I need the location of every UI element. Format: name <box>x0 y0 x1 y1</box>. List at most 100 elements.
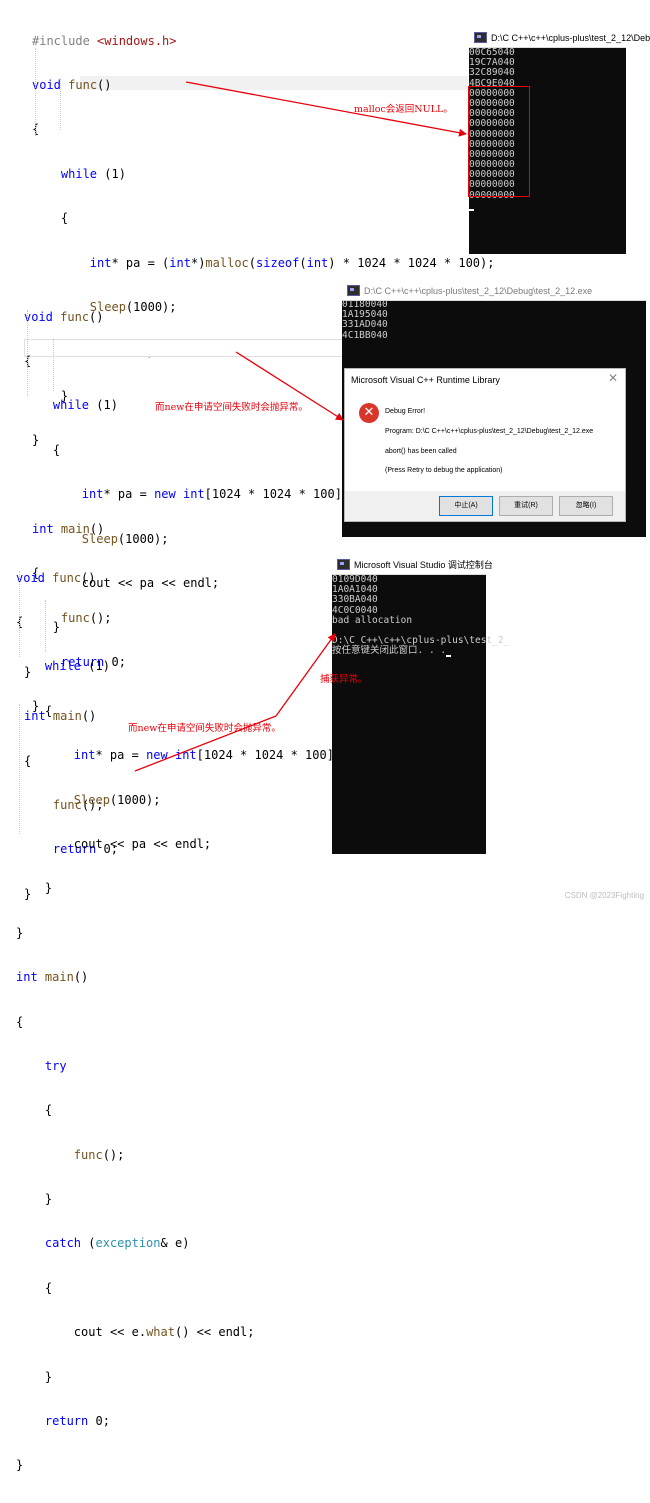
null-highlight-box <box>468 86 530 197</box>
code-line: func(); <box>73 1147 125 1162</box>
code-line: func(); <box>60 610 112 625</box>
code-line: int main() <box>16 970 89 985</box>
code-line: cout << pa << endl; <box>73 836 212 851</box>
retry-button[interactable]: 重试(R) <box>499 496 553 516</box>
dialog-abort-message: abort() has been called <box>385 448 457 455</box>
indent-guide <box>35 48 36 136</box>
console-output: 0109D040 1A0A1040 330BA040 4C0C0040 bad … <box>332 574 510 657</box>
console-line: 00000000 <box>469 97 515 109</box>
console-app-icon <box>474 32 487 44</box>
indent-guide <box>45 600 46 652</box>
code-line: int* pa = new int[1024 * 1024 * 100]; <box>73 748 342 763</box>
code-editor-catch: void func() { while (1) { int* pa = new … <box>16 541 341 1503</box>
console-line: 330BA040 <box>332 594 378 606</box>
code-line: int main() <box>24 709 97 724</box>
code-line: } <box>24 620 61 635</box>
error-icon: ✕ <box>359 403 379 423</box>
arrow-catch-from <box>134 715 277 772</box>
console-window-catch: Microsoft Visual Studio 调试控制台 0109D040 1… <box>332 556 509 854</box>
console-app-icon <box>337 559 350 571</box>
arrow-malloc <box>185 81 467 137</box>
ignore-button[interactable]: 忽略(I) <box>559 496 613 516</box>
console-app-icon <box>347 285 360 297</box>
code-line: { <box>16 1103 53 1118</box>
console-line: 19C7A040 <box>469 57 515 69</box>
code-line: { <box>24 442 61 457</box>
code-line: void func() <box>32 77 112 92</box>
console-line: 00000000 <box>469 108 515 120</box>
code-line: catch (exception& e) <box>44 1236 190 1251</box>
console-line: D:\C C++\c++\cplus-plus\test_2_ <box>332 635 510 647</box>
code-line: void func() <box>24 309 104 324</box>
console-line: 4C1BB040 <box>342 329 388 341</box>
code-line: int* pa = new int[1024 * 1024 * 100]; <box>81 487 350 502</box>
annotation-new-throws: 而new在申请空间失败时会抛异常。 <box>128 723 281 734</box>
console-line: 00000000 <box>469 138 515 150</box>
code-line: return 0; <box>60 655 126 670</box>
console-line: 00000000 <box>469 169 515 181</box>
code-line: } <box>16 1192 53 1207</box>
dialog-heading: Debug Error! <box>385 408 426 415</box>
dialog-title: Microsoft Visual C++ Runtime Library <box>351 375 500 385</box>
code-line: { <box>24 753 32 768</box>
console-output: 01180040 1A195040 331AD040 4C1BB040 <box>342 299 388 341</box>
console-line: 4BC9E040 <box>469 77 515 89</box>
code-line: { <box>16 703 53 718</box>
code-line: while (1) <box>44 659 110 674</box>
code-line: } <box>16 881 53 896</box>
console-line: 00000000 <box>469 87 515 99</box>
code-line: } <box>32 699 40 714</box>
console-title: D:\C C++\c++\cplus-plus\test_2_12\Debug\… <box>364 286 593 296</box>
abort-button[interactable]: 中止(A) <box>439 496 493 516</box>
console-line: 1A0A1040 <box>332 584 378 596</box>
console-line: 32C89040 <box>469 67 515 79</box>
code-line: { <box>16 1280 53 1295</box>
indent-guide <box>19 571 20 657</box>
code-line: } <box>16 925 24 940</box>
console-title: D:\C C++\c++\cplus-plus\test_2_12\Deb <box>491 33 650 43</box>
code-line: Sleep(1000); <box>89 299 177 314</box>
code-line: } <box>32 433 40 448</box>
code-line: while (1) <box>52 398 118 413</box>
console-titlebar: Microsoft Visual Studio 调试控制台 <box>332 556 493 575</box>
code-line: { <box>32 566 40 581</box>
code-line: } <box>24 886 32 901</box>
console-line: 00000000 <box>469 148 515 160</box>
code-line: cout << pa << endl; <box>81 575 220 590</box>
console-line: 1A195040 <box>342 309 388 321</box>
dialog-program-path: Program: D:\C C++\c++\cplus-plus\test_2_… <box>385 428 594 435</box>
annotation-new-throws: 而new在申请空间失败时会抛异常。 <box>155 402 308 413</box>
code-line: cout << e.what() << endl; <box>73 1325 255 1340</box>
close-icon[interactable]: ✕ <box>607 371 618 385</box>
console-line: 4C0C0040 <box>332 604 378 616</box>
code-line: } <box>60 388 69 403</box>
indent-guide <box>60 78 61 130</box>
indent-guide <box>19 704 20 834</box>
code-line: return 0; <box>52 842 118 857</box>
annotation-catch: 捕获异常。 <box>320 674 368 685</box>
code-line: void func() <box>16 570 96 585</box>
code-line: } <box>16 1458 24 1473</box>
console-window-malloc: D:\C C++\c++\cplus-plus\test_2_12\Deb 00… <box>469 29 650 254</box>
code-line: Sleep(1000); <box>81 531 169 546</box>
watermark: CSDN @2023Fighting <box>564 891 644 900</box>
code-line: { <box>16 1014 24 1029</box>
code-line: return 0; <box>44 1414 110 1429</box>
console-line: 按任意键关闭此窗口. . . <box>332 646 509 657</box>
console-line: 00C65040 <box>469 47 515 58</box>
code-line: Sleep(1000); <box>73 792 161 807</box>
console-titlebar: D:\C C++\c++\cplus-plus\test_2_12\Debug\… <box>342 282 646 301</box>
code-line: { <box>60 211 69 226</box>
annotation-arrows <box>134 81 467 772</box>
console-line: 00000000 <box>469 128 515 140</box>
dialog-hint: (Press Retry to debug the application) <box>385 467 503 474</box>
console-line: 0109D040 <box>332 574 378 585</box>
console-line: 00000000 <box>469 189 515 201</box>
console-line: bad allocation <box>332 614 413 626</box>
console-title: Microsoft Visual Studio 调试控制台 <box>354 560 493 570</box>
code-line: } <box>24 664 32 679</box>
console-output: 00C65040 19C7A040 32C89040 4BC9E040 0000… <box>469 47 515 212</box>
console-line: 00000000 <box>469 179 515 191</box>
annotation-malloc-null: malloc会返回NULL。 <box>354 104 453 115</box>
code-editor-new: void func() { while (1) { int* pa = new … <box>24 280 349 931</box>
